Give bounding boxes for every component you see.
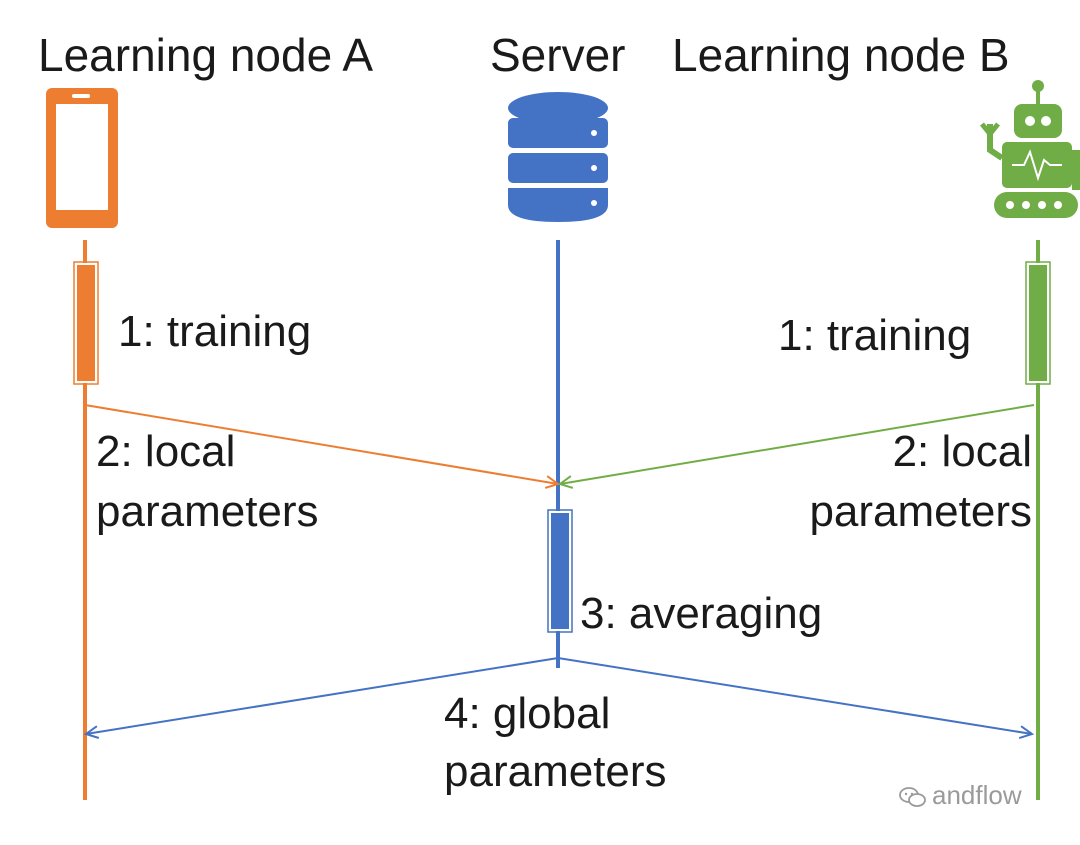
step-training-node-a: 1: training — [118, 307, 312, 356]
step-global-params-line1: 4: global — [444, 689, 611, 738]
watermark: andflow — [898, 780, 1022, 811]
training-bar-node-b — [1025, 261, 1051, 385]
arrow-local-params-b — [560, 404, 1035, 484]
arrow-local-params-a — [84, 404, 558, 484]
robot-icon — [980, 80, 1080, 218]
step-local-params-a-line2: parameters — [96, 487, 319, 536]
watermark-text: andflow — [932, 780, 1022, 810]
step-local-params-b-line1: 2: local — [892, 427, 1032, 476]
step-averaging: 3: averaging — [580, 589, 823, 638]
database-icon — [508, 92, 608, 222]
smartphone-icon — [46, 88, 118, 228]
wechat-icon — [899, 787, 926, 808]
node-b-title: Learning node B — [672, 29, 1010, 81]
arrow-global-params-b — [557, 657, 1032, 734]
step-global-params-line2: parameters — [444, 747, 667, 796]
step-local-params-b-line2: parameters — [809, 487, 1032, 536]
step-training-node-b: 1: training — [778, 311, 972, 360]
step-local-params-a-line1: 2: local — [96, 427, 236, 476]
server-title: Server — [490, 29, 626, 81]
arrow-global-params-a — [86, 657, 559, 734]
averaging-bar-server — [547, 509, 573, 633]
training-bar-node-a — [73, 261, 99, 385]
node-a-title: Learning node A — [38, 29, 374, 81]
